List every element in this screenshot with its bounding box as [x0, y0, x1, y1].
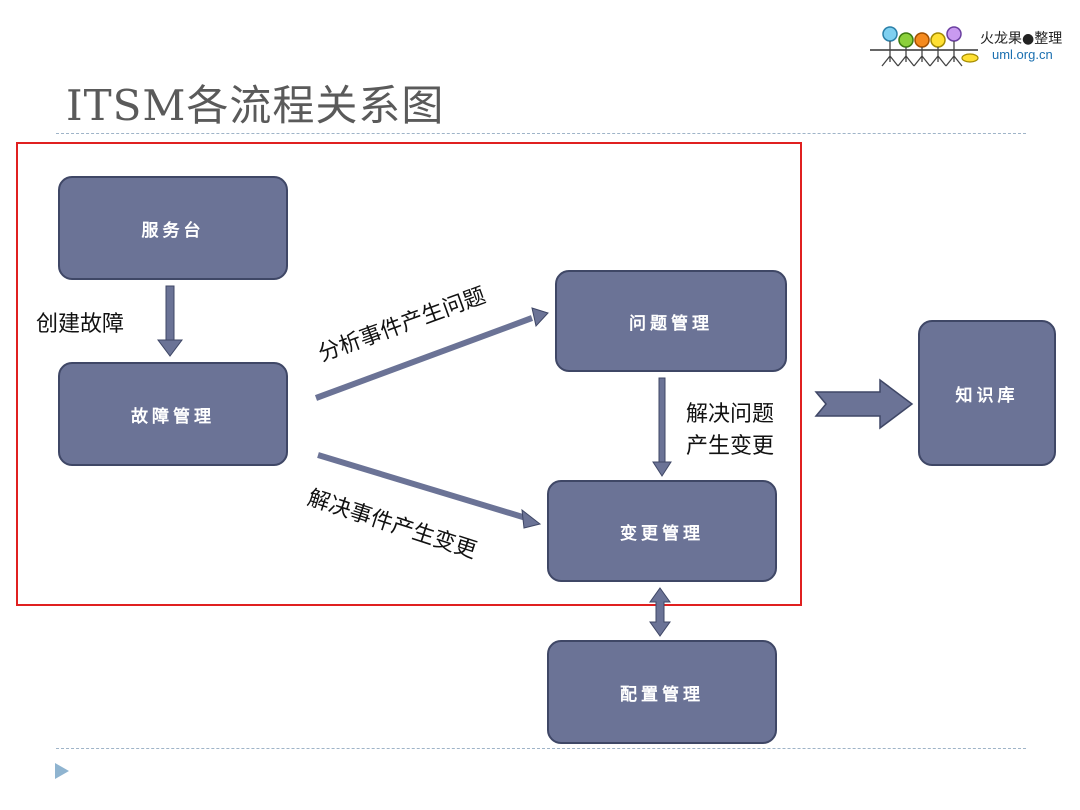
page-title: ITSM各流程关系图 — [66, 81, 445, 130]
node-knowledge-base: 知识库 — [918, 320, 1056, 466]
label-create-incident: 创建故障 — [36, 312, 125, 337]
label-resolve-problem-line2: 产生变更 — [686, 434, 775, 459]
logo-url: uml.org.cn — [992, 47, 1053, 62]
arrow-to-knowledge — [814, 378, 914, 430]
node-change-management: 变更管理 — [547, 480, 777, 582]
arrow-incident-to-problem — [314, 307, 549, 401]
logo-graphic — [870, 26, 979, 67]
arrow-problem-to-change — [652, 377, 672, 477]
title-divider — [56, 133, 1026, 134]
logo-name: 火龙果●整理 — [980, 31, 1063, 47]
play-triangle-icon — [55, 763, 69, 779]
node-configuration-management: 配置管理 — [547, 640, 777, 744]
node-problem-management: 问题管理 — [555, 270, 787, 372]
label-resolve-problem-line1: 解决问题 — [686, 402, 775, 427]
arrow-incident-to-change — [317, 452, 542, 529]
arrow-change-config-bidirectional — [649, 587, 671, 637]
highlight-box — [16, 142, 802, 606]
footer-divider — [56, 748, 1026, 749]
arrow-servicedesk-to-incident — [157, 285, 183, 357]
node-incident-management: 故障管理 — [58, 362, 288, 466]
node-service-desk: 服务台 — [58, 176, 288, 280]
